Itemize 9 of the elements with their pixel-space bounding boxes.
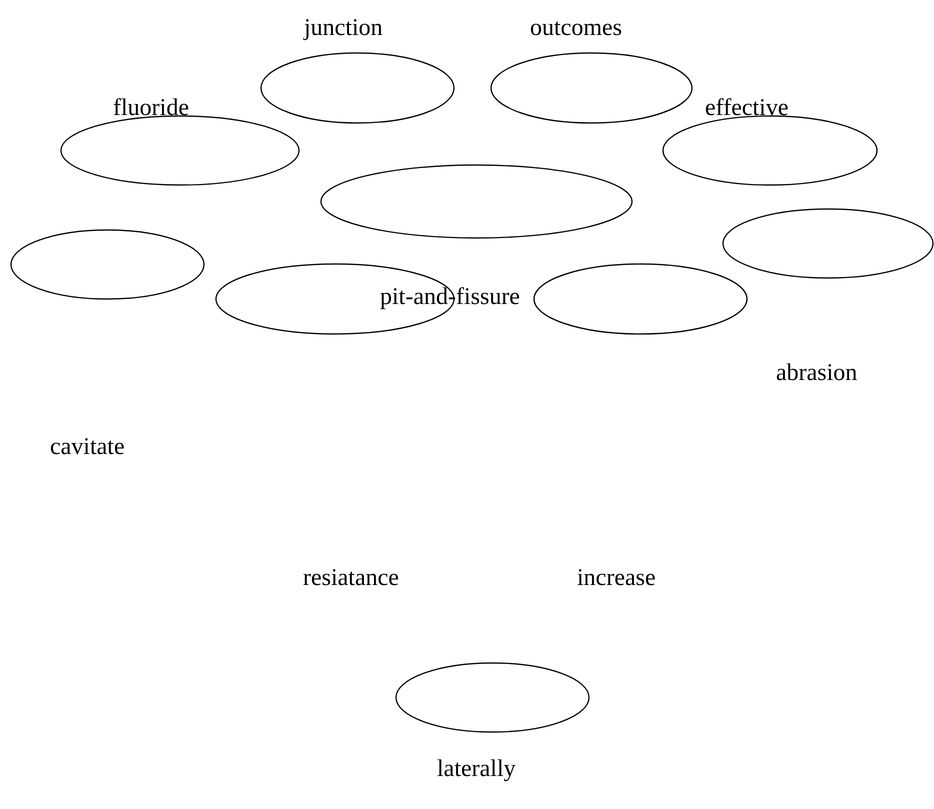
word-label: effective bbox=[705, 94, 788, 122]
word-label: increase bbox=[577, 564, 656, 592]
word-label: outcomes bbox=[530, 14, 622, 42]
word-label: junction bbox=[304, 14, 383, 42]
word-label: abrasion bbox=[776, 359, 858, 387]
word-label: laterally bbox=[437, 755, 516, 783]
word-label: cavitate bbox=[50, 433, 125, 461]
word-label: resiatance bbox=[303, 564, 399, 592]
word-label: fluoride bbox=[113, 94, 189, 122]
